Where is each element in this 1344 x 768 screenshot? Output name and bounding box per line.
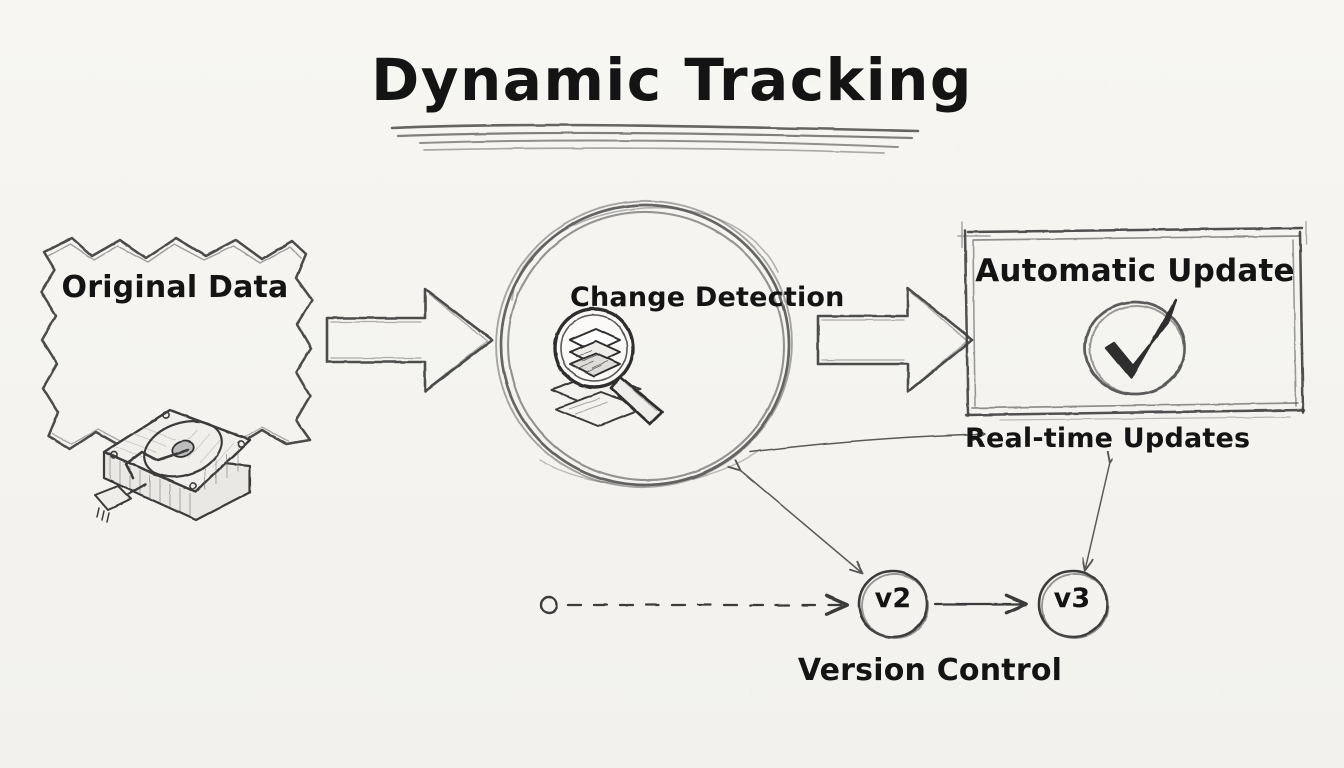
change-detection-circle <box>495 199 793 489</box>
version-control-label: Version Control <box>797 653 1063 688</box>
magnifying-glass-layers-icon <box>550 307 664 427</box>
arrow-process-to-v2 <box>727 457 864 575</box>
version-timeline <box>539 569 1109 639</box>
version-node-v3-label: v3 <box>1053 583 1091 614</box>
arrow-realtime-to-v3 <box>1081 448 1119 572</box>
timeline-start-dot <box>539 595 559 615</box>
arrow-process-to-realtime <box>749 428 986 453</box>
arrow-source-to-process <box>325 287 494 393</box>
automatic-update-box <box>957 221 1307 421</box>
real-time-updates-label: Real-time Updates <box>965 423 1251 454</box>
circled-checkmark-icon <box>1083 298 1187 396</box>
title-underline <box>390 123 920 154</box>
version-node-v2-label: v2 <box>874 583 912 614</box>
hard-disk-drive-icon <box>94 408 252 523</box>
original-data-label: Original Data <box>61 270 289 305</box>
change-detection-label: Change Detection <box>570 282 845 313</box>
page-title: Dynamic Tracking <box>371 46 973 114</box>
automatic-update-label: Automatic Update <box>975 253 1295 289</box>
